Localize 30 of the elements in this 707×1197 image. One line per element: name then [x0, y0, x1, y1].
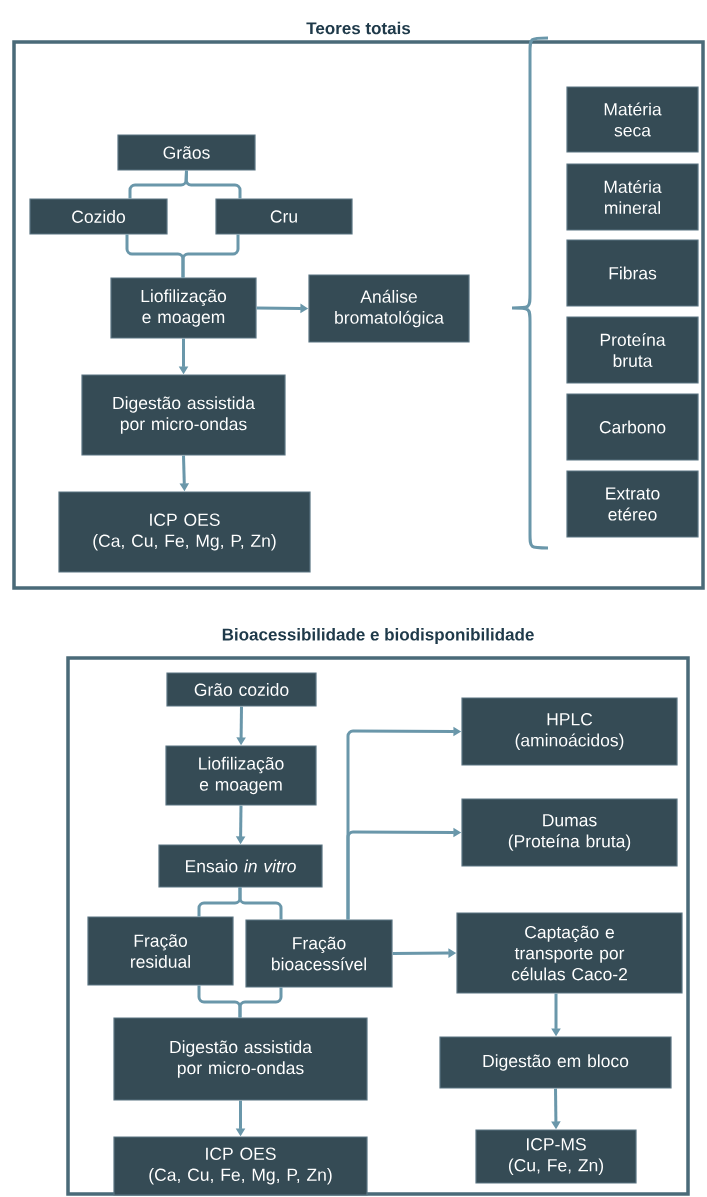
process-box: Captação e transporte por células Caco-2 — [456, 912, 683, 994]
process-box: Fração bioacessível — [245, 919, 393, 988]
process-box: Digestão assistida por micro-ondas — [81, 374, 286, 456]
process-box: HPLC (aminoácidos) — [461, 697, 678, 766]
process-box: ICP OES (Ca, Cu, Fe, Mg, P, Zn) — [58, 491, 311, 573]
process-box: Liofilização e moagem — [165, 745, 317, 806]
section-title: Teores totais — [306, 21, 411, 35]
process-box: Fração residual — [87, 916, 234, 986]
process-box: Proteína bruta — [566, 316, 699, 384]
connector — [184, 170, 242, 199]
process-box: Liofilização e moagem — [110, 277, 257, 339]
process-box: Matéria seca — [566, 86, 699, 153]
process-box: Digestão em bloco — [439, 1036, 672, 1089]
process-box: Digestão assistida por micro-ondas — [113, 1017, 368, 1101]
connector — [238, 987, 283, 1018]
process-box: Cozido — [29, 198, 168, 235]
process-box: Matéria mineral — [566, 163, 699, 231]
process-box: Cru — [215, 198, 353, 235]
connector — [238, 887, 283, 920]
process-box: Fibras — [566, 239, 699, 307]
process-box: Análise bromatológica — [308, 274, 470, 343]
process-box: Extrato etéreo — [566, 470, 699, 538]
process-box: Dumas (Proteína bruta) — [461, 798, 678, 867]
process-box: Ensaio in vitro — [158, 844, 323, 888]
section-title: Bioacessibilidade e biodisponibilidade — [222, 628, 534, 644]
process-box: ICP OES (Ca, Cu, Fe, Mg, P, Zn) — [113, 1136, 368, 1196]
process-box: Grão cozido — [166, 672, 317, 707]
process-box: Carbono — [566, 393, 699, 461]
process-box: ICP-MS (Cu, Fe, Zn) — [475, 1129, 637, 1184]
process-box: Grãos — [117, 134, 256, 171]
